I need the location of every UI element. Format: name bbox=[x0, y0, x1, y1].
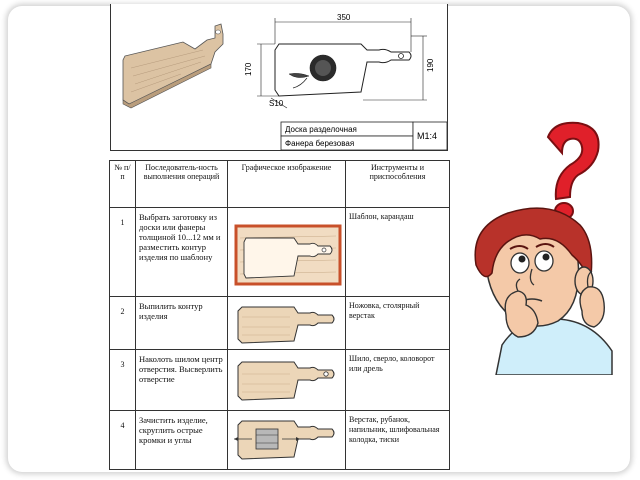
dimension-lines bbox=[257, 18, 427, 109]
row-tools: Ножовка, столярный верстак bbox=[345, 296, 450, 350]
row-num: 1 bbox=[109, 207, 136, 297]
row-operation: Выбрать заготовку из доски или фанеры то… bbox=[135, 207, 228, 297]
row-num: 3 bbox=[109, 349, 136, 411]
row-operation: Наколоть шилом центр отверстия. Высверли… bbox=[135, 349, 228, 411]
header-tools: Инструменты и приспособления bbox=[345, 160, 450, 208]
table-row: 4 Зачистить изделие, скруглить острые кр… bbox=[109, 410, 450, 470]
dim-height-left-label: 170 bbox=[244, 62, 253, 76]
board-sanding-image bbox=[234, 420, 335, 460]
row-tools: Шило, сверло, коловорот или дрель bbox=[345, 349, 450, 411]
title-block bbox=[280, 121, 448, 151]
row-num: 2 bbox=[109, 296, 136, 350]
row-graphic bbox=[227, 349, 346, 411]
drawing-canvas: 350 170 190 S10 Доска разделочная Фанера… bbox=[122, 13, 448, 151]
stamp-name: Доска разделочная bbox=[285, 125, 357, 134]
row-tools: Верстак, рубанок, напильник, шлифовальна… bbox=[345, 410, 450, 470]
row-operation: Зачистить изделие, скруглить острые кром… bbox=[135, 410, 228, 470]
board-isometric bbox=[122, 23, 224, 109]
header-graphic: Графическое изображение bbox=[227, 160, 346, 208]
row-num: 4 bbox=[109, 410, 136, 470]
table-row: 1 Выбрать заготовку из доски или фанеры … bbox=[109, 207, 450, 297]
row-graphic bbox=[227, 207, 346, 297]
thinking-character-illustration bbox=[474, 121, 613, 375]
table-header-row: № п/п Последователь-ность выполнения опе… bbox=[109, 160, 450, 208]
table-row: 2 Выпилить контур изделия Ножовка, столя… bbox=[109, 296, 450, 350]
table-row: 3 Наколоть шилом центр отверстия. Высвер… bbox=[109, 349, 450, 411]
dim-height-right-label: 190 bbox=[426, 58, 435, 72]
blank-marking-image bbox=[234, 224, 342, 286]
board-drilled-image bbox=[237, 361, 335, 401]
row-tools: Шаблон, карандаш bbox=[345, 207, 450, 297]
board-plan-view bbox=[274, 43, 412, 97]
row-graphic bbox=[227, 296, 346, 350]
stamp-scale: М1:4 bbox=[417, 131, 437, 141]
dim-thickness-label: S10 bbox=[269, 99, 284, 108]
board-cut-image bbox=[237, 306, 335, 344]
question-mark-icon bbox=[546, 121, 600, 220]
technical-drawing: 350 170 190 S10 Доска разделочная Фанера… bbox=[110, 4, 448, 151]
process-table: № п/п Последователь-ность выполнения опе… bbox=[109, 160, 450, 470]
stamp-material: Фанера березовая bbox=[285, 139, 354, 148]
row-operation: Выпилить контур изделия bbox=[135, 296, 228, 350]
dim-width-label: 350 bbox=[337, 13, 351, 22]
header-sequence: Последователь-ность выполнения операций bbox=[135, 160, 228, 208]
row-graphic bbox=[227, 410, 346, 470]
header-num: № п/п bbox=[109, 160, 136, 208]
